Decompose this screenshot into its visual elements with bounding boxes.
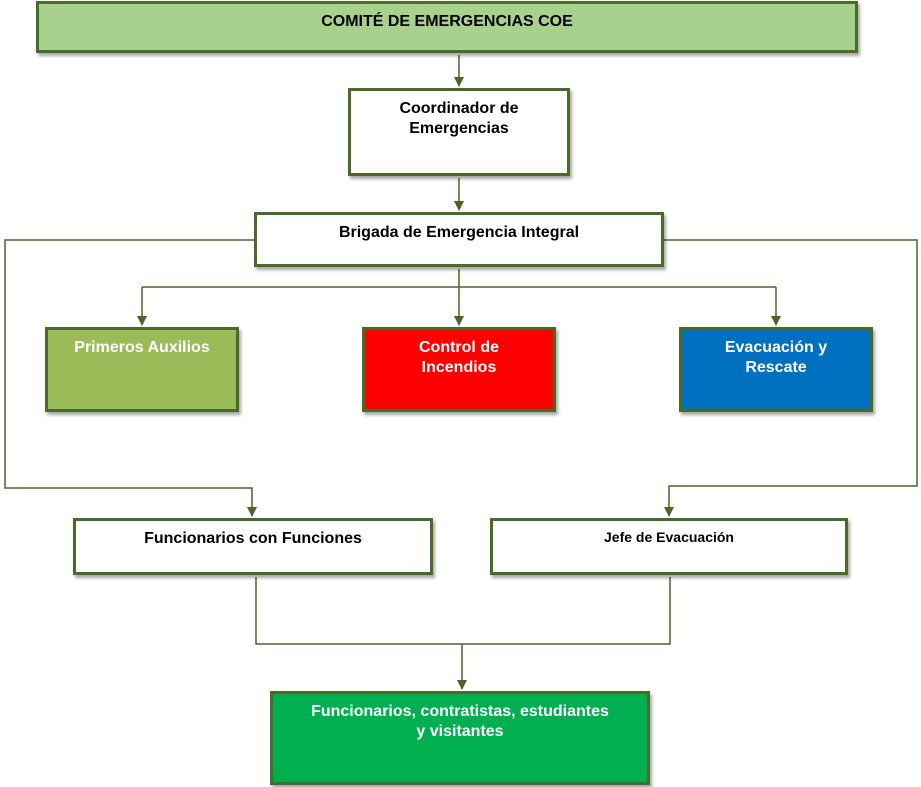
node-brigada: Brigada de Emergencia Integral [254, 212, 664, 267]
node-primeros-auxilios-label: Primeros Auxilios [74, 339, 210, 356]
node-evacuacion-rescate-label-line2: Rescate [745, 359, 807, 376]
node-coordinador: Coordinador de Emergencias [348, 88, 570, 176]
node-control-incendios: Control de Incendios [362, 327, 556, 412]
node-visitantes-label-line1: Funcionarios, contratistas, estudiantes [311, 703, 609, 720]
node-control-incendios-label-line1: Control de [419, 339, 499, 356]
node-control-incendios-label-line2: Incendios [421, 359, 497, 376]
node-brigada-label: Brigada de Emergencia Integral [338, 224, 580, 241]
edge-merge-to-visitantes [255, 577, 671, 645]
node-funcionarios-funciones-label: Funcionarios con Funciones [144, 530, 362, 547]
edge-brigada-funcionarios-funciones [4, 239, 257, 517]
node-jefe-evacuacion: Jefe de Evacuación [490, 518, 848, 575]
node-jefe-evacuacion-label: Jefe de Evacuación [604, 529, 734, 545]
node-coordinador-label-line1: Coordinador de [399, 100, 519, 117]
node-visitantes-label-line2: y visitantes [416, 723, 504, 740]
node-coe: COMITÉ DE EMERGENCIAS COE [36, 1, 858, 53]
node-evacuacion-rescate: Evacuación y Rescate [679, 327, 873, 412]
node-visitantes: Funcionarios, contratistas, estudiantes … [270, 691, 650, 785]
node-evacuacion-rescate-label-line1: Evacuación y [724, 339, 828, 356]
edge-brigada-jefe-evacuacion [664, 239, 918, 517]
node-primeros-auxilios: Primeros Auxilios [45, 327, 239, 412]
node-funcionarios-funciones: Funcionarios con Funciones [73, 518, 433, 575]
node-coordinador-label-line2: Emergencias [409, 120, 509, 137]
node-coe-label: COMITÉ DE EMERGENCIAS COE [321, 13, 573, 30]
